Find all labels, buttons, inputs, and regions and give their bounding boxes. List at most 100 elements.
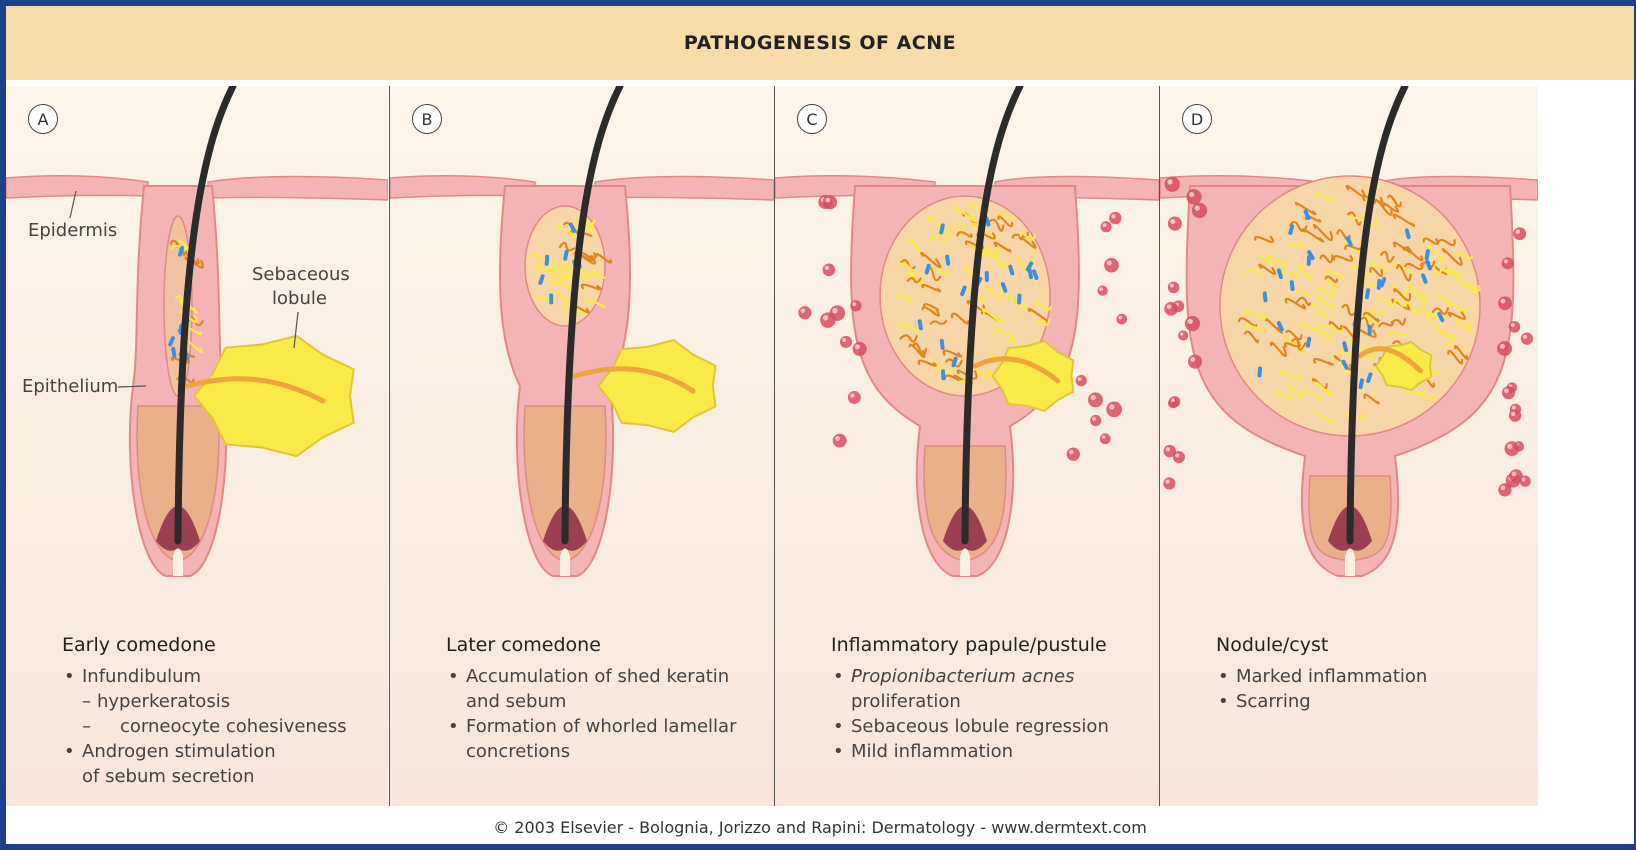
inflammatory-cell-nucleus (1504, 259, 1508, 263)
inflammatory-cell (850, 300, 861, 311)
inflammatory-cell-nucleus (1511, 412, 1515, 416)
inflammatory-cell-nucleus (1504, 388, 1509, 393)
panel-a: A Early comedoneInfundibulum–hyperkeratos… (6, 86, 388, 806)
stage-bullets: Propionibacterium acnesproliferationSeba… (831, 664, 1159, 764)
inflammatory-cell (1173, 451, 1185, 463)
sebaceous-lobule-label: lobule (272, 288, 327, 309)
bullet-item: Androgen stimulation (62, 739, 388, 764)
inflammatory-cell (1169, 396, 1180, 407)
inflammatory-cell (798, 306, 811, 319)
inflammatory-cell (1101, 221, 1112, 232)
inflammatory-cell-nucleus (1511, 323, 1515, 327)
stage-title: Early comedone (62, 634, 388, 656)
inflammatory-cell-nucleus (1069, 450, 1074, 455)
inflammatory-cell-nucleus (1180, 332, 1184, 336)
bullet-item: Sebaceous lobule regression (831, 714, 1159, 739)
sub-bullet-text: corneocyte cohesiveness (120, 716, 347, 737)
inflammatory-cell (1509, 409, 1521, 421)
inflammatory-cell-nucleus (1512, 406, 1516, 410)
inflammatory-cell (1088, 392, 1103, 407)
panel-divider (1159, 86, 1160, 806)
inflammatory-cell-nucleus (1091, 395, 1096, 400)
inflammatory-cell-nucleus (825, 266, 829, 270)
inflammatory-cell (1505, 441, 1520, 456)
inflammatory-cell (1109, 212, 1121, 224)
bacteria-rod (1307, 255, 1311, 266)
inflammatory-cell-nucleus (1166, 447, 1170, 451)
stage-bullets: Accumulation of shed keratinand sebumFor… (446, 664, 774, 764)
organism-name: Propionibacterium acnes (851, 666, 1074, 687)
inflammatory-cell (1067, 447, 1080, 460)
inflammatory-cell (848, 391, 861, 404)
inflammatory-cell-nucleus (1092, 417, 1096, 421)
inflammatory-cell (823, 264, 836, 277)
bullet-continuation: of sebum secretion (62, 764, 388, 789)
bullet-item: Infundibulum (62, 664, 388, 689)
inflammatory-cell-nucleus (1165, 480, 1169, 484)
dermal-papilla (560, 549, 570, 577)
inflammatory-cell-nucleus (1107, 260, 1112, 265)
inflammatory-cell-nucleus (1521, 478, 1525, 482)
inflammatory-cell-nucleus (1099, 287, 1103, 291)
dermal-papilla (173, 549, 183, 577)
inflammatory-cell-nucleus (1102, 435, 1106, 439)
inflammatory-cell (840, 336, 852, 348)
panel-letter-badge: A (28, 104, 58, 134)
inflammatory-cell (823, 195, 837, 209)
inflammatory-cell (1097, 285, 1107, 295)
sebaceous-lobule-label: Sebaceous (252, 264, 350, 285)
bullet-item: Accumulation of shed keratin (446, 664, 774, 689)
inflammatory-cell-nucleus (1078, 377, 1082, 381)
inflammatory-cell (1164, 302, 1178, 316)
inflammatory-cell (833, 434, 847, 448)
panel-divider (774, 86, 775, 806)
inflammatory-cell (1076, 375, 1087, 386)
inflammatory-cell-nucleus (1189, 192, 1194, 197)
stage-caption: Nodule/cystMarked inflammationScarring (1216, 634, 1538, 714)
inflammatory-cell-nucleus (850, 393, 855, 398)
inflammatory-cell-nucleus (1523, 335, 1527, 339)
inflammatory-cell (1116, 314, 1127, 325)
follicle-illustration (6, 86, 388, 606)
panel-letter-badge: C (797, 104, 827, 134)
inflammatory-cell-nucleus (1167, 304, 1172, 309)
inflammatory-cell (1498, 296, 1512, 310)
stage-caption: Early comedoneInfundibulum–hyperkeratosi… (62, 634, 388, 789)
inflammatory-cell (1497, 341, 1512, 356)
inflammatory-cell (1168, 217, 1182, 231)
inflammatory-cell-nucleus (1111, 214, 1115, 218)
title-bar: PATHOGENESIS OF ACNE (6, 6, 1634, 80)
inflammatory-cell-nucleus (1516, 230, 1521, 235)
stage-title: Nodule/cyst (1216, 634, 1538, 656)
stage-bullets: Marked inflammationScarring (1216, 664, 1538, 714)
inflammatory-cell-nucleus (1175, 453, 1179, 457)
bullet-item: Propionibacterium acnes (831, 664, 1159, 689)
bacteria-rod (1017, 293, 1022, 304)
bacteria-rod (985, 271, 989, 282)
bullet-item: Scarring (1216, 689, 1538, 714)
inflammatory-cell-nucleus (1500, 344, 1505, 349)
inflammatory-cell-nucleus (1512, 472, 1517, 477)
sub-bullet-item: –hyperkeratosis (62, 689, 388, 714)
inflammatory-cell (1520, 476, 1531, 487)
inflammatory-cell-nucleus (825, 198, 830, 203)
inflammatory-cell (853, 342, 867, 356)
inflammatory-cell-nucleus (1118, 316, 1122, 320)
inflammatory-cell (1192, 203, 1207, 218)
inflammatory-cell-nucleus (1102, 223, 1106, 227)
panel-b: BLater comedoneAccumulation of shed kera… (390, 86, 774, 806)
inflammatory-cell-nucleus (823, 315, 828, 320)
bullet-item: Marked inflammation (1216, 664, 1538, 689)
inflammatory-cell-nucleus (1501, 299, 1506, 304)
inflammatory-cell-nucleus (1195, 205, 1200, 210)
inflammatory-cell-nucleus (1170, 284, 1174, 288)
figure-title: PATHOGENESIS OF ACNE (684, 32, 956, 54)
inflammatory-cell (1185, 316, 1200, 331)
epidermis-label: Epidermis (28, 220, 117, 241)
copyright-footer: © 2003 Elsevier - Bolognia, Jorizzo and … (6, 811, 1634, 844)
panel-divider (389, 86, 390, 806)
inflammatory-cell (1502, 257, 1514, 269)
panel-c: CInflammatory papule/pustulePropionibact… (775, 86, 1159, 806)
inflammatory-cell (1163, 477, 1175, 489)
panels-row: A Early comedoneInfundibulum–hyperkeratos… (6, 86, 1634, 806)
